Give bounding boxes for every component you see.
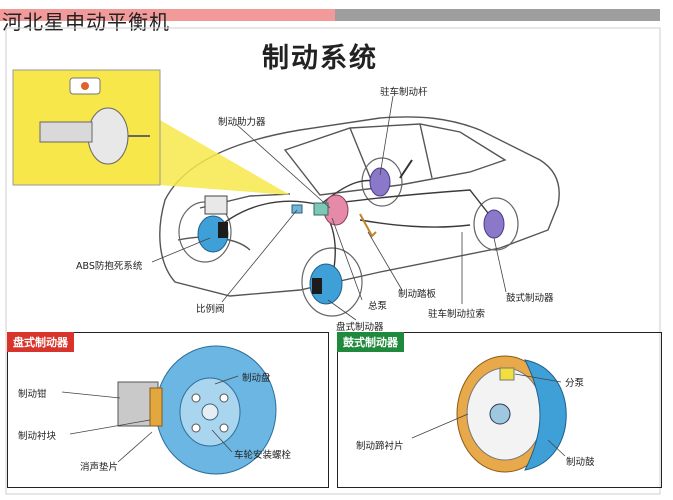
rear-left-drum	[483, 209, 505, 239]
disc-brake-illustration	[117, 345, 277, 475]
label-booster: 制动助力器	[218, 117, 266, 128]
label-master-cylinder: 总泵	[368, 301, 388, 312]
label-disc: 制动盘	[242, 373, 271, 384]
label-proportion-valve: 比例阀	[196, 304, 225, 315]
proportion-valve	[291, 204, 303, 214]
rear-left-wheel	[473, 197, 519, 251]
disc-panel-tag: 盘式制动器	[7, 332, 74, 352]
label-drum-brake-main: 鼓式制动器	[506, 293, 554, 304]
label-pad: 制动衬块	[18, 431, 57, 442]
header-bar-red	[0, 9, 335, 21]
front-left-wheel	[301, 247, 363, 317]
header-color-bar	[0, 0, 673, 24]
disc-brake-panel: 盘式制动器	[7, 332, 329, 488]
label-parking-cable: 驻车制动拉索	[428, 309, 486, 320]
page-title: 制动系统	[262, 43, 378, 74]
label-wheel-bolt: 车轮安装螺栓	[234, 450, 292, 461]
abs-module	[204, 195, 228, 215]
parking-lever	[399, 159, 413, 179]
front-right-disc	[197, 215, 229, 253]
master-cylinder	[313, 202, 329, 216]
label-shim: 消声垫片	[80, 462, 119, 473]
label-parking-lever: 驻车制动杆	[380, 87, 428, 98]
label-disc-brake-main: 盘式制动器	[336, 322, 384, 333]
rear-right-wheel	[361, 157, 403, 207]
leader-lines	[151, 95, 507, 321]
drum-brake-panel: 鼓式制动器	[337, 332, 662, 488]
drum-brake-illustration	[456, 355, 567, 473]
label-abs: ABS防抱死系统	[76, 261, 143, 272]
brake-pedal	[359, 213, 377, 238]
label-drum: 制动鼓	[566, 457, 595, 468]
drum-panel-tag: 鼓式制动器	[337, 332, 404, 352]
label-cylinder: 分泵	[565, 378, 585, 389]
rear-right-drum	[369, 167, 391, 197]
front-left-disc	[309, 263, 343, 305]
car-outline	[159, 116, 560, 297]
header-bar-gray	[335, 9, 660, 21]
watermark-text: 河北星申动平衡机	[2, 10, 170, 34]
booster-inset	[12, 69, 290, 195]
label-brake-pedal: 制动踏板	[398, 289, 437, 300]
label-shoe-lining: 制动蹄衬片	[356, 441, 404, 452]
label-caliper: 制动钳	[18, 389, 47, 400]
